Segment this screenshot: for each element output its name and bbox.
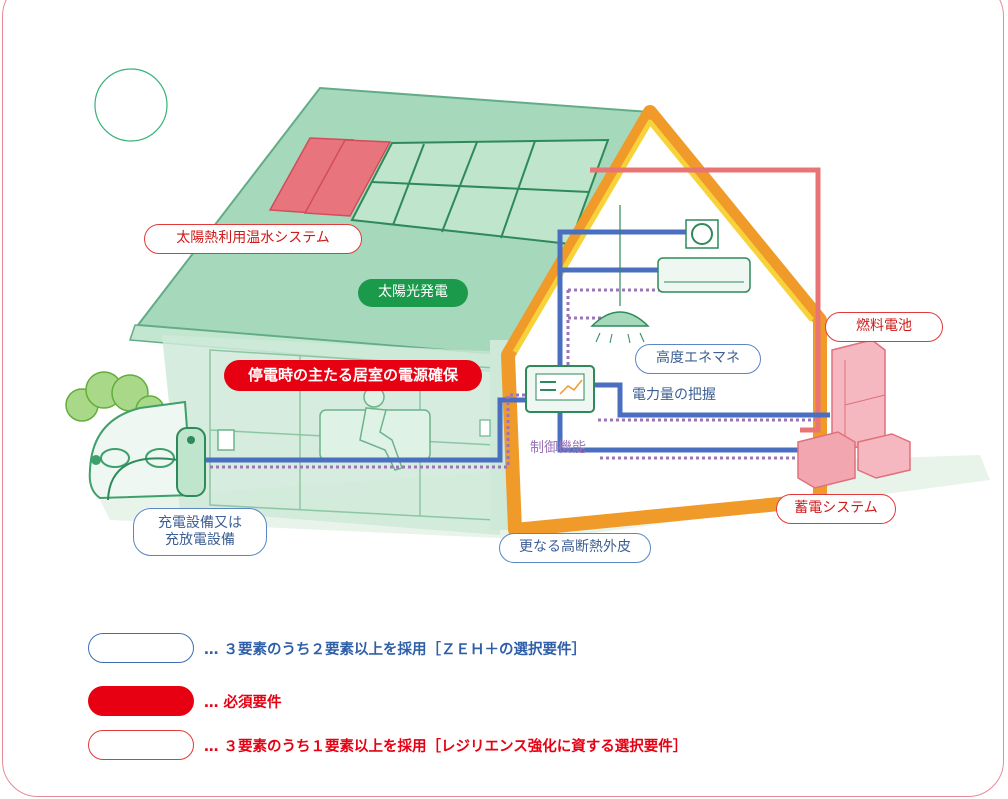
air-conditioner-icon <box>657 257 751 293</box>
label-storage: 蓄電システム <box>776 494 896 524</box>
label-outage-room: 停電時の主たる居室の電源確保 <box>224 360 482 391</box>
control-dotted-lines <box>210 288 815 469</box>
legend-row-blue-outline: … ３要素のうち２要素以上を採用［ＺＥＨ＋の選択要件］ <box>88 633 586 663</box>
ceiling-lamp-icon <box>590 205 650 344</box>
label-pv: 太陽光発電 <box>358 279 468 307</box>
legend-row-red-filled: … 必須要件 <box>88 686 282 716</box>
outlet-icon <box>217 429 235 451</box>
fuel-cell-line <box>590 167 821 433</box>
label-charger: 充電設備又は 充放電設備 <box>133 508 267 556</box>
label-solar-thermal: 太陽熱利用温水システム <box>144 224 362 254</box>
label-insulation: 更なる高断熱外皮 <box>499 533 651 563</box>
switch-icon <box>479 419 491 437</box>
legend-text-red-outline: … ３要素のうち１要素以上を採用［レジリエンス強化に資する選択要件］ <box>204 738 688 755</box>
legend-swatch-red-filled <box>88 686 194 716</box>
legend-swatch-blue-outline <box>88 633 194 663</box>
label-charger-line2: 充放電設備 <box>165 532 235 548</box>
label-control: 制御機能 <box>530 440 586 457</box>
meter-dial-icon <box>691 223 713 245</box>
label-power-grasp: 電力量の把握 <box>632 387 716 404</box>
solar-thermal-panel-2 <box>303 139 392 217</box>
label-charger-line1: 充電設備又は <box>158 514 242 531</box>
label-hems: 高度エネマネ <box>635 344 761 374</box>
legend-text-blue-outline: … ３要素のうち２要素以上を採用［ＺＥＨ＋の選択要件］ <box>204 641 587 658</box>
legend-text-red-filled: … 必須要件 <box>204 694 282 711</box>
label-fuel-cell: 燃料電池 <box>825 312 943 342</box>
storage-battery-unit <box>797 431 911 489</box>
ev-charger-icon <box>107 427 206 501</box>
pv-panels <box>350 138 610 246</box>
legend-row-red-outline: … ３要素のうち１要素以上を採用［レジリエンス強化に資する選択要件］ <box>88 730 687 760</box>
hems-blue-lines <box>195 229 830 463</box>
decorative-circle <box>94 68 168 142</box>
hems-controller-icon <box>525 365 595 413</box>
legend-swatch-red-outline <box>88 730 194 760</box>
